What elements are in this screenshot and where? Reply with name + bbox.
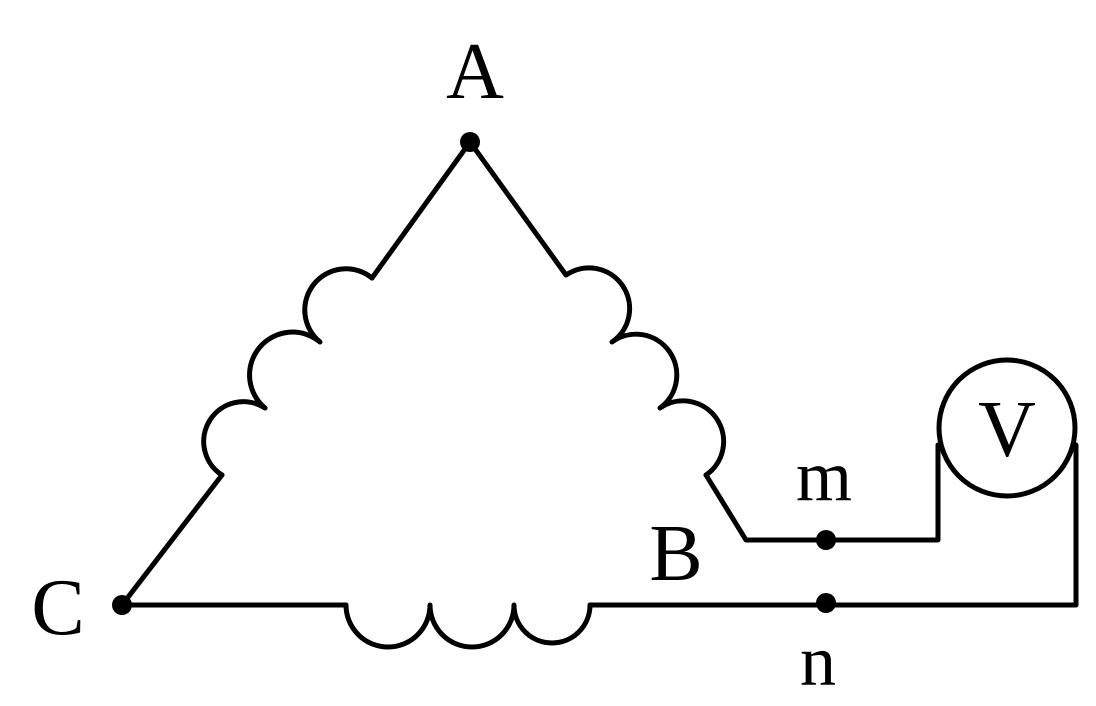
terminal-n-dot xyxy=(816,593,836,613)
coil-ac xyxy=(201,266,375,478)
wire-coil-bc-to-n-to-voltmeter xyxy=(587,442,1079,608)
wire-a-to-coil-ab xyxy=(467,139,569,278)
wire-b-to-m-to-voltmeter xyxy=(703,442,941,543)
label-b: B xyxy=(649,510,702,598)
wire-c-to-coil-ac xyxy=(119,472,225,608)
label-n: n xyxy=(800,621,836,701)
label-m: m xyxy=(796,436,852,516)
label-c: C xyxy=(31,564,84,652)
wire-coil-ac-to-a xyxy=(369,139,473,281)
node-c-dot xyxy=(112,595,132,615)
voltmeter-circle xyxy=(936,357,1078,499)
terminal-m-dot xyxy=(816,530,836,550)
coil-bc xyxy=(343,602,593,650)
voltmeter-label: V xyxy=(978,386,1036,474)
coil-ab xyxy=(563,265,727,478)
node-a-dot xyxy=(460,132,480,152)
label-a: A xyxy=(446,28,504,116)
